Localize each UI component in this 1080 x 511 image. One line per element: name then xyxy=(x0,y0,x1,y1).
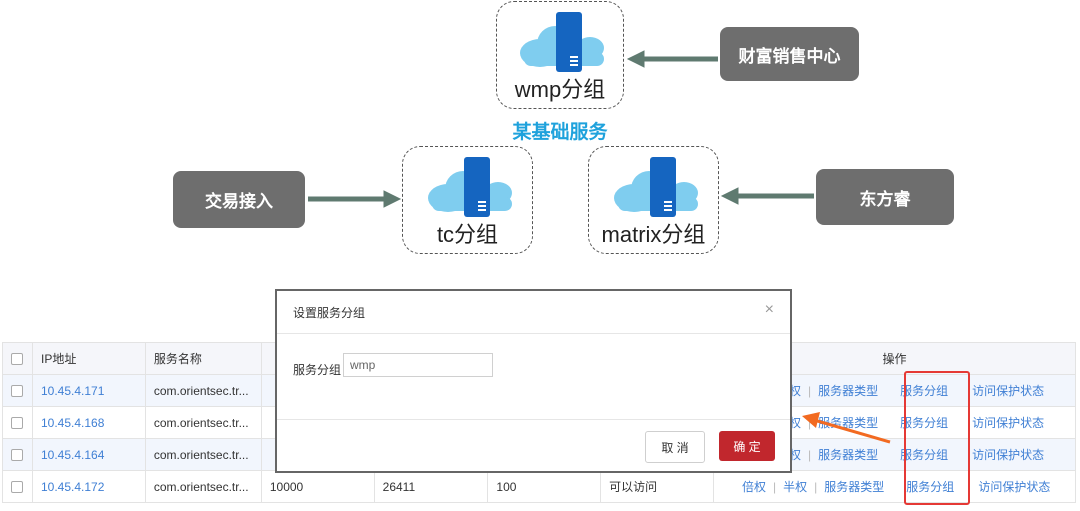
service-name-cell: com.orientsec.tr... xyxy=(144,470,262,503)
dialog-title: 设置服务分组 xyxy=(293,306,366,320)
table-row: 10.45.4.172 com.orientsec.tr... 10000 26… xyxy=(2,470,1076,503)
service-group-link[interactable]: 服务分组 xyxy=(900,448,949,462)
cloud-server-icon xyxy=(520,12,604,72)
server-type-link[interactable]: 服务器类型 xyxy=(818,448,879,462)
ip-cell[interactable]: 10.45.4.171 xyxy=(31,374,146,407)
group-label: tc分组 xyxy=(436,222,499,247)
service-name-cell: com.orientsec.tr... xyxy=(144,438,262,471)
access-protect-link[interactable]: 访问保护状态 xyxy=(972,448,1045,462)
cell: 100 xyxy=(487,470,602,503)
server-type-link[interactable]: 服务器类型 xyxy=(824,480,885,494)
cell: 10000 xyxy=(260,470,375,503)
service-group-link[interactable]: 服务分组 xyxy=(900,384,949,398)
service-group-link[interactable]: 服务分组 xyxy=(906,480,955,494)
service-group-input[interactable] xyxy=(343,353,493,377)
row-checkbox[interactable] xyxy=(11,385,23,398)
select-all-cell[interactable] xyxy=(2,342,33,375)
row-checkbox[interactable] xyxy=(11,481,23,494)
select-all-checkbox[interactable] xyxy=(11,353,23,366)
source-trade-access: 交易接入 xyxy=(173,171,305,228)
service-name-cell: com.orientsec.tr... xyxy=(144,374,262,407)
arrow-head xyxy=(383,190,402,208)
access-protect-link[interactable]: 访问保护状态 xyxy=(972,416,1045,430)
service-group-link[interactable]: 服务分组 xyxy=(900,416,949,430)
access-protect-link[interactable]: 访问保护状态 xyxy=(972,384,1045,398)
cell: 可以访问 xyxy=(600,470,714,503)
source-dongfangrui: 东方睿 xyxy=(816,169,954,225)
confirm-button[interactable]: 确 定 xyxy=(719,431,775,461)
service-name-cell: com.orientsec.tr... xyxy=(144,406,262,439)
cloud-server-icon xyxy=(427,157,512,217)
group-label: matrix分组 xyxy=(601,222,706,247)
set-service-group-dialog: 设置服务分组 × 服务分组 取 消 确 定 xyxy=(275,289,792,473)
arrow-head xyxy=(626,50,645,68)
source-wealth-sales: 财富销售中心 xyxy=(720,27,859,81)
row-checkbox[interactable] xyxy=(11,417,23,430)
operations-cell: 倍权|半权|服务器类型服务分组访问保护状态 xyxy=(713,470,1076,503)
dialog-footer-divider xyxy=(277,419,790,420)
ip-cell[interactable]: 10.45.4.164 xyxy=(31,438,146,471)
cancel-button[interactable]: 取 消 xyxy=(645,431,705,463)
row-checkbox[interactable] xyxy=(11,449,23,462)
pointer-arrow xyxy=(802,412,891,444)
header-ip: IP地址 xyxy=(31,342,146,375)
diagram-arrows xyxy=(308,50,814,208)
close-icon[interactable]: × xyxy=(764,301,774,318)
service-group-highlight xyxy=(904,371,970,505)
matrix-group-box: matrix分组 xyxy=(588,146,719,254)
ip-cell[interactable]: 10.45.4.168 xyxy=(31,406,146,439)
dialog-header: 设置服务分组 × xyxy=(277,291,790,334)
half-weight-link[interactable]: 半权 xyxy=(783,480,808,494)
header-service-name: 服务名称 xyxy=(144,342,262,375)
wmp-group-box: wmp分组 xyxy=(496,1,624,109)
tc-group-box: tc分组 xyxy=(402,146,533,254)
ip-cell[interactable]: 10.45.4.172 xyxy=(31,470,146,503)
server-type-link[interactable]: 服务器类型 xyxy=(818,384,879,398)
service-title: 某基础服务 xyxy=(512,122,608,143)
double-weight-link[interactable]: 倍权 xyxy=(742,480,767,494)
cloud-server-icon xyxy=(613,157,698,217)
access-protect-link[interactable]: 访问保护状态 xyxy=(978,480,1051,494)
group-label: wmp分组 xyxy=(514,77,606,102)
cell: 26411 xyxy=(373,470,489,503)
service-group-label: 服务分组 xyxy=(293,363,342,377)
arrow-head xyxy=(720,187,739,205)
